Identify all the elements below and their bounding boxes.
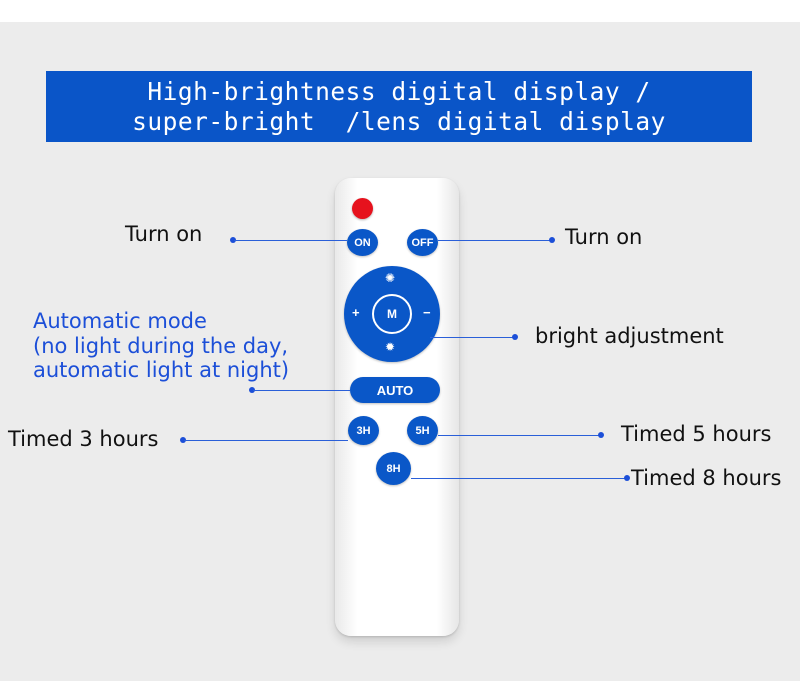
banner-line-1: High-brightness digital display / [147,77,651,106]
callout-line-turn-on-right [438,240,550,241]
label-timed-5-hours: Timed 5 hours [621,422,772,446]
callout-dot-timed3 [180,437,186,443]
plus-button[interactable]: + [352,305,360,320]
callout-dot-auto [249,387,255,393]
callout-dot-timed8 [624,475,630,481]
banner-line-2: super-bright /lens digital display [132,107,666,136]
title-banner: High-brightness digital display / super-… [46,71,752,142]
off-button[interactable]: OFF [407,229,438,256]
label-timed-3-hours: Timed 3 hours [8,427,159,451]
callout-line-bright [430,337,514,338]
callout-dot-turn-on-right [549,237,555,243]
callout-dot-bright [512,334,518,340]
timer-5h-button[interactable]: 5H [407,416,438,445]
power-button[interactable] [352,198,373,219]
brightness-up-icon[interactable]: ✺ [385,271,396,285]
label-automatic-mode-title: Automatic mode [33,309,207,333]
label-automatic-mode-line3: automatic light at night) [33,358,290,382]
timer-8h-button[interactable]: 8H [376,452,411,485]
brightness-down-icon[interactable]: ✹ [385,340,396,354]
callout-line-timed8 [411,478,626,479]
callout-line-timed5 [438,435,600,436]
minus-button[interactable]: − [423,305,431,320]
timer-3h-button[interactable]: 3H [348,416,379,445]
auto-button[interactable]: AUTO [350,377,440,403]
mode-button[interactable]: M [372,294,412,334]
label-bright-adjustment: bright adjustment [535,324,724,348]
top-white-strip [0,0,800,22]
callout-dot-timed5 [598,432,604,438]
callout-line-turn-on-left [234,240,347,241]
callout-dot-turn-on-left [230,237,236,243]
label-turn-on-left: Turn on [125,222,203,246]
callout-line-auto [253,390,350,391]
label-automatic-mode-line2: (no light during the day, [33,334,289,358]
label-timed-8-hours: Timed 8 hours [631,466,782,490]
callout-line-timed3 [184,440,348,441]
on-button[interactable]: ON [347,229,378,256]
label-turn-on-right: Turn on [565,225,643,249]
